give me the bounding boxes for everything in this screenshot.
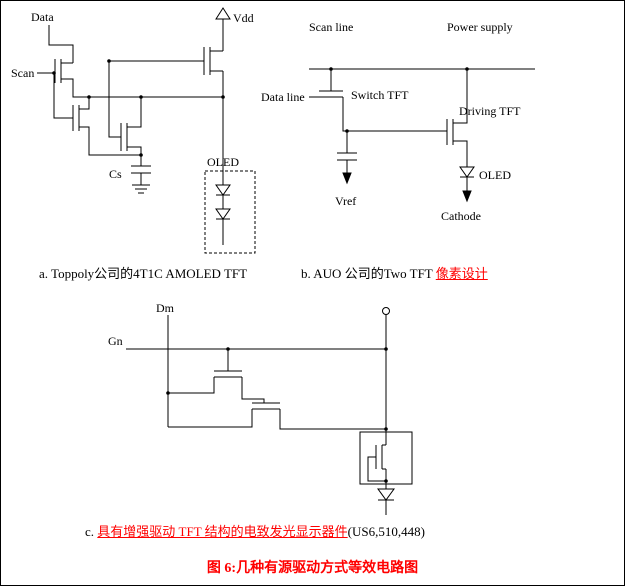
cathode-label: Cathode — [441, 209, 481, 223]
caption-c-red-link[interactable]: 具有增强驱动 TFT 结构的电致发光显示器件 — [97, 524, 348, 539]
diode-icon — [215, 208, 231, 220]
caption-c: c. 具有增强驱动 TFT 结构的电致发光显示器件(US6,510,448) — [85, 521, 425, 540]
figure-caption: 图 6:几种有源驱动方式等效电路图 — [206, 561, 419, 576]
data-line-label: Data line — [261, 90, 305, 104]
dm-label: Dm — [156, 301, 175, 315]
vdd-power-icon — [215, 7, 231, 20]
diode-icon — [215, 184, 231, 196]
scan-label: Scan — [11, 66, 34, 80]
caption-c-prefix: c. — [85, 524, 98, 539]
caption-c-suffix: (US6,510,448) — [347, 524, 425, 539]
caption-b: b. AUO 公司的Two TFT 像素设计 — [301, 263, 488, 282]
circuit-c-wires — [126, 314, 394, 515]
circuit-a-diagram: Data Vdd Scan Cs OLED — [11, 7, 256, 254]
scan-line-label: Scan line — [309, 20, 353, 34]
driving-tft-label: Driving TFT — [459, 104, 521, 118]
caption-a-text: a. Toppoly公司的4T1C AMOLED TFT — [39, 266, 248, 281]
vref-arrow-icon — [342, 172, 352, 185]
circuit-c-diagram: Dm Gn — [108, 301, 413, 515]
transistor-box — [359, 431, 413, 485]
terminal-circle-icon — [382, 307, 390, 315]
caption-b-red-link[interactable]: 像素设计 — [435, 266, 488, 281]
circuit-a-wires — [37, 19, 224, 194]
junction-dots — [329, 67, 469, 133]
gn-label: Gn — [108, 334, 123, 348]
power-supply-label: Power supply — [447, 20, 513, 34]
oled-diode-wires — [216, 194, 230, 245]
switch-tft-label: Switch TFT — [351, 88, 409, 102]
vdd-label: Vdd — [233, 11, 254, 25]
oled-label: OLED — [479, 168, 511, 182]
oled-dashed-box — [204, 170, 256, 254]
data-label: Data — [31, 10, 54, 24]
vref-label: Vref — [335, 194, 356, 208]
caption-a: a. Toppoly公司的4T1C AMOLED TFT — [39, 263, 247, 282]
junction-dots — [166, 347, 388, 483]
junction-dots — [52, 59, 225, 157]
cs-label: Cs — [109, 167, 122, 181]
diode-icon — [377, 488, 395, 501]
oled-diode-icon — [459, 166, 475, 178]
circuit-b-diagram: Scan line Power supply Data line Switch … — [261, 20, 535, 223]
caption-b-text: b. AUO 公司的Two TFT — [301, 266, 436, 281]
cathode-arrow-icon — [462, 190, 472, 203]
oled-label: OLED — [207, 155, 239, 169]
